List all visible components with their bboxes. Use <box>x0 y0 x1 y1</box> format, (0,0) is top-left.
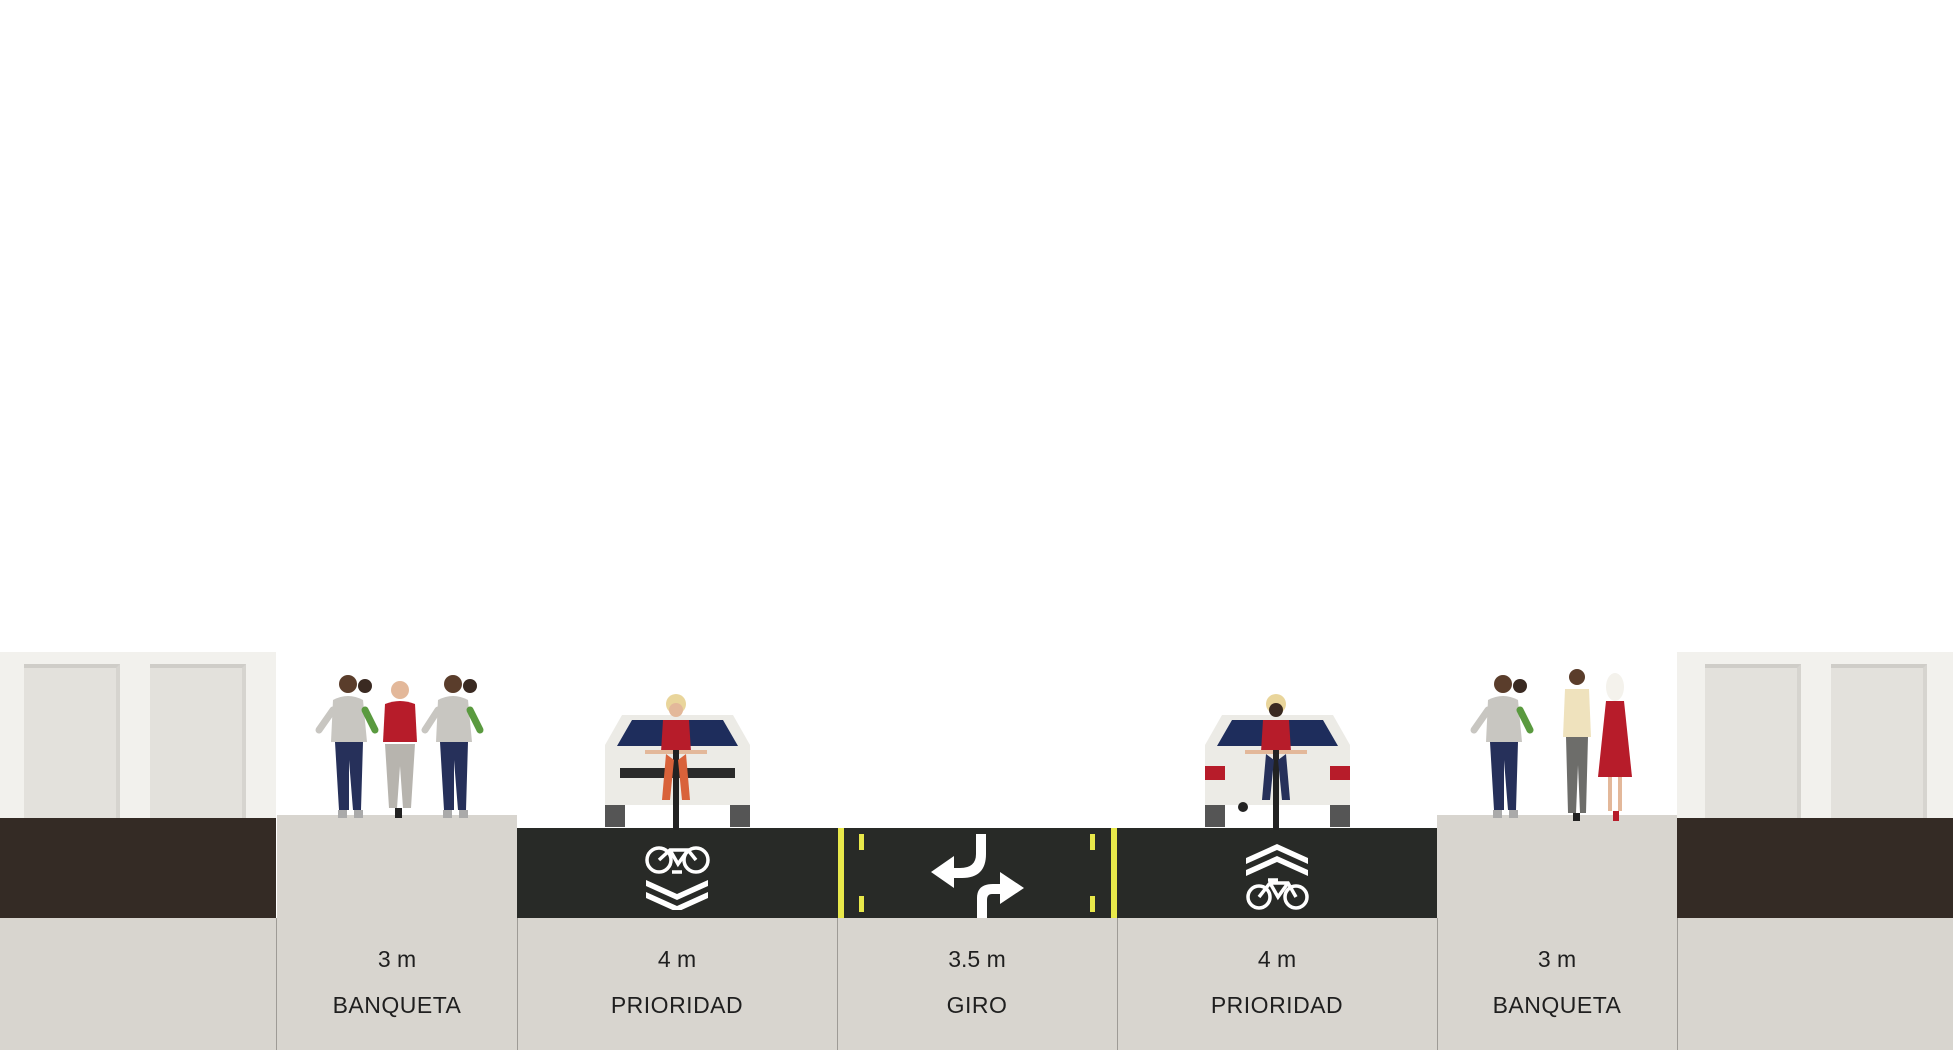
segment-name: GIRO <box>946 992 1008 1018</box>
lane-line <box>1111 828 1117 918</box>
segment-width: 3 m <box>377 946 417 972</box>
pedestrian-figure <box>1598 673 1632 821</box>
pedestrian-figure <box>1470 675 1534 818</box>
pedestrian-figure <box>421 675 484 818</box>
pedestrian-figure <box>315 675 379 818</box>
building-door <box>24 664 120 818</box>
segment-width: 4 m <box>657 946 697 972</box>
left-sidewalk <box>277 815 517 918</box>
segment-divider <box>1117 918 1118 1050</box>
lane-dash <box>1090 834 1095 850</box>
turn-arrows-icon <box>931 834 1024 918</box>
bike-priority-marking-icon <box>1246 844 1309 910</box>
segment-divider <box>276 918 277 1050</box>
lane-dash <box>859 896 864 912</box>
right-building-base <box>1677 818 1953 918</box>
building-door <box>150 664 246 818</box>
pedestrians-icon <box>315 675 484 818</box>
lane-line <box>838 828 844 918</box>
car-with-cyclist-icon <box>605 694 750 830</box>
lane-dash <box>859 834 864 850</box>
segment-divider <box>837 918 838 1050</box>
building-door <box>1705 664 1801 818</box>
segment-divider <box>1677 918 1678 1050</box>
segment-name: PRIORIDAD <box>1210 992 1344 1018</box>
pedestrians-icon <box>1470 669 1632 821</box>
left-building-base <box>0 818 276 918</box>
segment-width: 3 m <box>1537 946 1577 972</box>
right-building <box>1677 652 1953 818</box>
bike-priority-marking-icon <box>645 846 710 910</box>
segment-width: 3.5 m <box>948 946 1006 972</box>
segment-label-band <box>0 918 1953 1050</box>
segment-divider <box>1437 918 1438 1050</box>
lane-dash <box>1090 896 1095 912</box>
right-sidewalk <box>1437 815 1677 918</box>
segment-width: 4 m <box>1257 946 1297 972</box>
car-with-cyclist-icon <box>1205 694 1350 830</box>
segment-name: PRIORIDAD <box>610 992 744 1018</box>
building-door <box>1831 664 1927 818</box>
pedestrian-figure <box>1563 669 1591 821</box>
segment-divider <box>517 918 518 1050</box>
segment-name: BANQUETA <box>332 992 462 1018</box>
segment-name: BANQUETA <box>1492 992 1622 1018</box>
left-building <box>0 652 276 818</box>
pedestrian-figure <box>383 681 417 818</box>
